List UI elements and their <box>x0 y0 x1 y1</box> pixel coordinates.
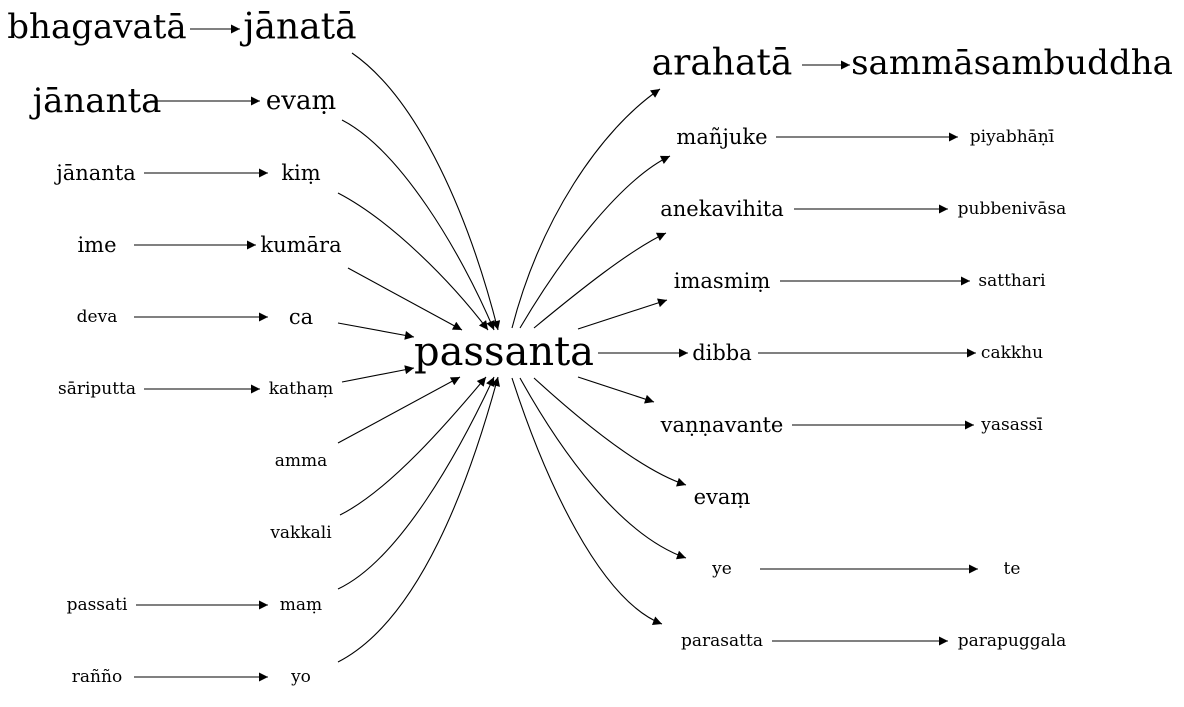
node-pubbenivasa: pubbenivāsa <box>958 199 1067 219</box>
node-evam-2: evaṃ <box>694 485 751 509</box>
edge-yo-passanta <box>337 376 500 663</box>
edge-passanta-parasatta <box>511 377 663 625</box>
node-janata: jānatā <box>239 7 356 48</box>
node-katham: kathaṃ <box>269 379 333 399</box>
edge-evam-passanta <box>341 119 495 331</box>
node-amma: amma <box>275 451 328 471</box>
node-imasmim: imasmiṃ <box>674 269 771 293</box>
node-mam: maṃ <box>280 595 322 615</box>
node-evam-1: evaṃ <box>266 86 336 116</box>
node-arahata: arahatā <box>652 43 793 84</box>
node-deva: deva <box>77 307 118 327</box>
node-ca: ca <box>289 305 313 329</box>
node-satthari: satthari <box>978 271 1046 291</box>
edge-passanta-vannavante <box>577 376 655 404</box>
node-jananta-1: jānanta <box>29 81 162 121</box>
edge-passanta-manjuke <box>519 155 671 329</box>
node-ranno: raññо <box>72 667 122 687</box>
node-te: te <box>1004 559 1021 579</box>
node-parasatta: parasatta <box>681 631 763 651</box>
node-passanta: passanta <box>414 329 594 375</box>
edge-passanta-evam <box>533 377 687 487</box>
edge-passanta-arahata <box>511 88 661 329</box>
node-vannavante: vaṇṇavante <box>660 413 784 437</box>
edge-kumara-passanta <box>347 267 463 331</box>
nodes: bhagavatā jānanta jānanta ime deva sārip… <box>7 7 1173 688</box>
edge-ca-passanta <box>337 322 415 340</box>
node-parapuggala: parapuggala <box>958 631 1067 651</box>
node-cakkhu: cakkhu <box>981 343 1043 363</box>
edge-vakkali-passanta <box>339 376 487 516</box>
node-yasassi: yasassī <box>980 415 1043 435</box>
node-sariputta: sāriputta <box>58 379 136 399</box>
node-dibba: dibba <box>692 341 752 365</box>
edge-passanta-imasmim <box>577 298 668 330</box>
node-kumara: kumāra <box>260 233 341 257</box>
node-ye: ye <box>711 559 732 579</box>
edge-amma-passanta <box>337 376 461 444</box>
edge-passanta-ye <box>519 377 687 560</box>
edge-katham-passanta <box>341 365 415 383</box>
node-anekavihita: anekavihita <box>660 197 784 221</box>
node-passati: passati <box>67 595 128 615</box>
edge-mam-passanta <box>337 376 495 590</box>
node-jananta-2: jānanta <box>53 161 136 185</box>
node-vakkali: vakkali <box>269 523 332 543</box>
node-kim: kiṃ <box>281 161 320 185</box>
edges <box>134 24 978 682</box>
node-piyabhani: piyabhāṇī <box>970 127 1055 147</box>
node-sammasambuddha: sammāsambuddha <box>851 43 1173 83</box>
node-yo: yo <box>290 667 311 687</box>
node-bhagavata: bhagavatā <box>7 7 186 47</box>
node-manjuke: mañjuke <box>676 125 767 149</box>
edge-janata-passanta <box>351 52 501 331</box>
node-ime: ime <box>77 233 116 257</box>
edge-passanta-anekavihita <box>533 232 667 329</box>
edge-kim-passanta <box>337 192 489 331</box>
